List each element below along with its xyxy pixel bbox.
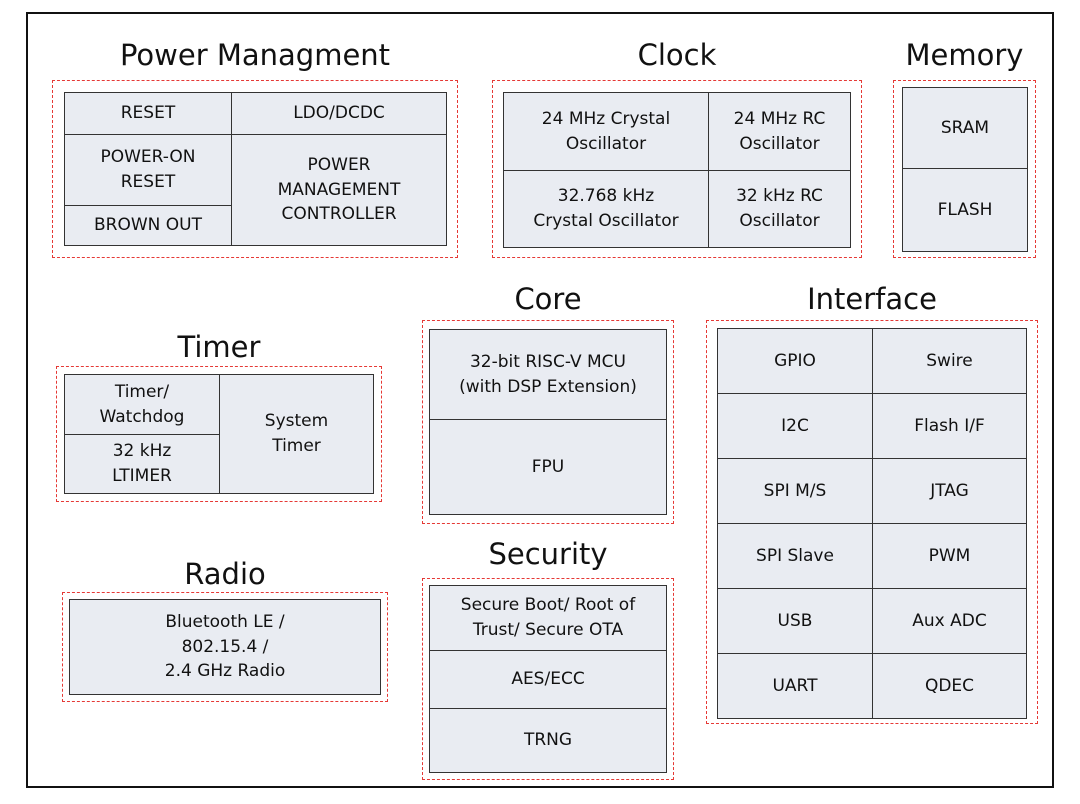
radio-title: Radio bbox=[184, 557, 266, 591]
power-management-title: Power Managment bbox=[119, 38, 391, 72]
interface-jtag-block: JTAG bbox=[872, 458, 1027, 524]
power-on-reset-block: POWER-ON RESET bbox=[64, 134, 232, 206]
power-management-controller-block: POWER MANAGEMENT CONTROLLER bbox=[231, 134, 447, 246]
crystal-32khz-block: 32.768 kHz Crystal Oscillator bbox=[503, 170, 709, 248]
interface-title: Interface bbox=[807, 282, 937, 316]
system-timer-block: System Timer bbox=[219, 374, 374, 494]
riscv-mcu-block: 32-bit RISC-V MCU (with DSP Extension) bbox=[429, 329, 667, 420]
radio-group bbox=[62, 592, 388, 702]
interface-usb-block: USB bbox=[717, 588, 873, 654]
security-title: Security bbox=[488, 537, 608, 571]
trng-block: TRNG bbox=[429, 708, 667, 773]
aes-ecc-block: AES/ECC bbox=[429, 650, 667, 709]
power-management-group bbox=[52, 80, 458, 258]
radio-block: Bluetooth LE / 802.15.4 / 2.4 GHz Radio bbox=[69, 599, 381, 695]
ltimer-block: 32 kHz LTIMER bbox=[64, 434, 220, 494]
interface-group bbox=[706, 320, 1038, 724]
interface-uart-block: UART bbox=[717, 653, 873, 719]
reset-block: RESET bbox=[64, 92, 232, 135]
security-group bbox=[422, 578, 674, 780]
interface-pwm-block: PWM bbox=[872, 523, 1027, 589]
secure-boot-block: Secure Boot/ Root of Trust/ Secure OTA bbox=[429, 585, 667, 651]
rc-32khz-block: 32 kHz RC Oscillator bbox=[708, 170, 851, 248]
interface-swire-block: Swire bbox=[872, 328, 1027, 394]
memory-group bbox=[893, 80, 1036, 258]
interface-aux-adc-block: Aux ADC bbox=[872, 588, 1027, 654]
interface-gpio-block: GPIO bbox=[717, 328, 873, 394]
brown-out-block: BROWN OUT bbox=[64, 205, 232, 246]
timer-group bbox=[56, 366, 382, 502]
interface-qdec-block: QDEC bbox=[872, 653, 1027, 719]
clock-group bbox=[492, 80, 862, 258]
memory-title: Memory bbox=[905, 38, 1024, 72]
timer-title: Timer bbox=[177, 330, 261, 364]
core-group bbox=[422, 320, 674, 524]
ldo-dcdc-block: LDO/DCDC bbox=[231, 92, 447, 135]
rc-24mhz-block: 24 MHz RC Oscillator bbox=[708, 92, 851, 171]
core-title: Core bbox=[514, 282, 582, 316]
sram-block: SRAM bbox=[902, 87, 1028, 169]
interface-flash-i-f-block: Flash I/F bbox=[872, 393, 1027, 459]
timer-watchdog-block: Timer/ Watchdog bbox=[64, 374, 220, 435]
interface-spi-m-s-block: SPI M/S bbox=[717, 458, 873, 524]
clock-title: Clock bbox=[637, 38, 717, 72]
interface-i2c-block: I2C bbox=[717, 393, 873, 459]
fpu-block: FPU bbox=[429, 419, 667, 515]
crystal-24mhz-block: 24 MHz Crystal Oscillator bbox=[503, 92, 709, 171]
flash-block: FLASH bbox=[902, 168, 1028, 252]
interface-spi-slave-block: SPI Slave bbox=[717, 523, 873, 589]
